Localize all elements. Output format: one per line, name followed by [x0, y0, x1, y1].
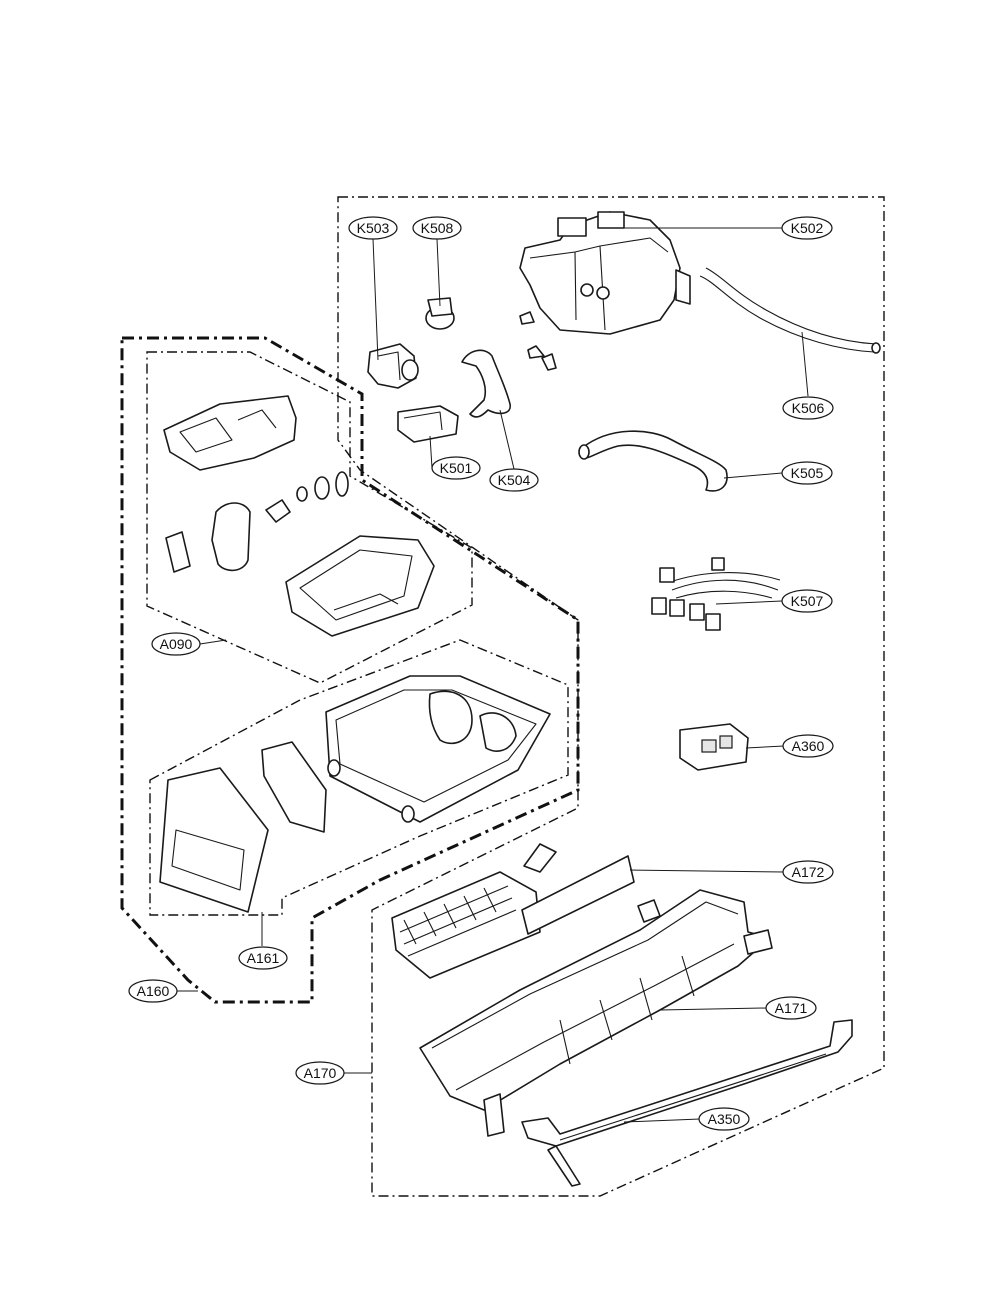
callout-k508-label: K508 — [421, 220, 454, 236]
a161-group-boundary — [149, 639, 569, 916]
callout-a360: A360 — [782, 734, 834, 758]
callout-k501: K501 — [431, 456, 481, 480]
a161-drawer-front-part — [159, 767, 269, 913]
k506-hose-part — [699, 267, 881, 354]
callout-k506: K506 — [782, 396, 834, 420]
k505-hose-part — [578, 430, 728, 492]
k504-hose-part — [461, 349, 511, 418]
callout-a160: A160 — [128, 979, 178, 1003]
leader-k504 — [499, 409, 515, 470]
callout-a171: A171 — [765, 996, 817, 1020]
a160-heavy-boundary — [120, 336, 580, 1004]
a360-sensor-part — [679, 723, 749, 771]
callout-a090: A090 — [151, 632, 201, 656]
leader-a350 — [623, 1118, 701, 1123]
callout-k502: K502 — [781, 216, 833, 240]
outer-assembly-boundary — [337, 196, 885, 1197]
leader-k507 — [715, 600, 783, 605]
leader-a360 — [745, 745, 785, 749]
a161-handle-part — [261, 741, 327, 833]
k508-clamp-part — [425, 297, 455, 330]
a090-group-boundary — [146, 351, 473, 684]
a090-tray-part — [285, 535, 435, 637]
k507-harness-part — [651, 557, 781, 631]
callout-a170: A170 — [295, 1061, 345, 1085]
a171-tray-body-part — [419, 889, 773, 1137]
a161-drawer-frame-part — [325, 675, 551, 823]
callout-a350-label: A350 — [708, 1111, 741, 1127]
leader-k505 — [723, 472, 783, 479]
callout-a172-label: A172 — [792, 864, 825, 880]
callout-k503: K503 — [348, 216, 398, 240]
callout-k507-label: K507 — [791, 593, 824, 609]
leader-a172 — [629, 869, 785, 873]
callout-a090-label: A090 — [160, 636, 193, 652]
callout-k505: K505 — [781, 461, 833, 485]
callout-k505-label: K505 — [791, 465, 824, 481]
callout-k501-label: K501 — [440, 460, 473, 476]
callout-k504-label: K504 — [498, 472, 531, 488]
leader-k508 — [436, 238, 441, 307]
a090-drawer-cover-part — [163, 395, 297, 471]
callout-a350: A350 — [698, 1107, 750, 1131]
callout-a172: A172 — [782, 860, 834, 884]
k502-housing-part — [519, 211, 691, 371]
leader-k506 — [801, 331, 809, 397]
leader-a171 — [659, 1007, 767, 1011]
leader-k503 — [372, 238, 379, 361]
callout-a161-label: A161 — [247, 950, 280, 966]
callout-k504: K504 — [489, 468, 539, 492]
callout-k506-label: K506 — [792, 400, 825, 416]
callout-a171-label: A171 — [775, 1000, 808, 1016]
k503-valve-part — [367, 343, 419, 389]
callout-a161: A161 — [238, 946, 288, 970]
a090-fitting-part — [265, 471, 349, 523]
a172-grille-part — [391, 843, 635, 979]
callout-a170-label: A170 — [304, 1065, 337, 1081]
a090-siphon-tube-part — [211, 502, 251, 572]
k501-bracket-part — [397, 405, 459, 443]
callout-a360-label: A360 — [792, 738, 825, 754]
leader-a090 — [199, 639, 227, 645]
a090-siphon-cap-part — [165, 531, 191, 573]
leader-lines — [176, 227, 809, 1123]
callout-k502-label: K502 — [791, 220, 824, 236]
a350-rail-part — [521, 1019, 853, 1187]
callout-a160-label: A160 — [137, 983, 170, 999]
callout-k508: K508 — [412, 216, 462, 240]
callout-k507: K507 — [781, 589, 833, 613]
callout-k503-label: K503 — [357, 220, 390, 236]
leader-k501 — [429, 435, 433, 469]
